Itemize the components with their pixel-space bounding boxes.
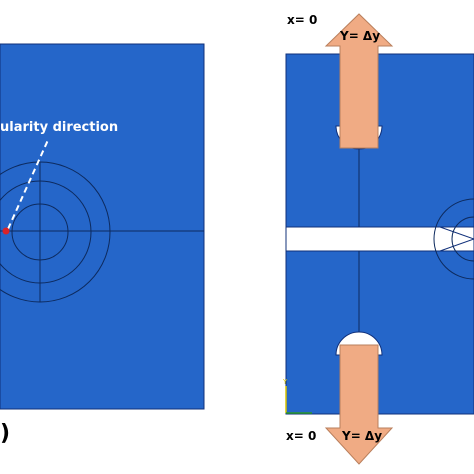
left-plate [0,43,205,410]
lower-plate-half [285,250,474,415]
lower-load-arrow [324,344,394,465]
right-contour-ring-inner [451,216,474,262]
right-contour-rings [433,198,474,280]
bottom-y-condition-label: Y= Δy [341,429,382,443]
left-panel-tag: ) [0,421,10,446]
singularity-direction-label: ularity direction [0,120,118,135]
coordinate-triad: Y [282,378,312,414]
upper-plate-half [285,53,474,228]
crack-notch [285,226,474,252]
left-plate-panel: ularity direction ) [0,43,205,446]
right-contour-ring-outer [433,198,474,280]
top-x-condition-label: x= 0 [287,13,317,27]
crack-notch-tip [439,226,474,252]
crack-tip-marker [2,227,10,235]
top-y-condition-label: Y= Δy [339,29,380,43]
upper-load-arrow [324,13,394,149]
contour-rings [0,161,111,303]
singularity-direction-line [7,139,49,230]
triad-y-label: Y [282,378,288,386]
right-plate-panel: x= 0 Y= Δy x= 0 Y= Δy Y [282,13,474,465]
bottom-x-condition-label: x= 0 [286,429,316,443]
